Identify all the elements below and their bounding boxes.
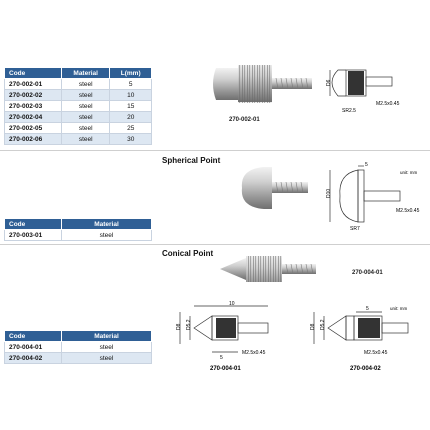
header-material: Material <box>61 218 152 230</box>
header-code: Code <box>4 330 62 342</box>
material-cell: steel <box>61 352 152 364</box>
dim-sphere-radius: SR2.5 <box>342 108 356 114</box>
section-title-spherical: Spherical Point <box>162 156 221 165</box>
product-caption: 270-002-01 <box>229 117 260 123</box>
dim-5: 5 <box>220 355 223 361</box>
header-code: Code <box>4 218 62 230</box>
cylindrical-point-drawing: D6 SR2.5 M2.5x0.45 <box>326 69 400 114</box>
code-cell: 270-002-04 <box>4 111 62 123</box>
divider <box>0 150 430 151</box>
material-cell: steel <box>60 122 111 134</box>
product-caption: 270-004-01 <box>352 270 383 276</box>
dim-body-diameter: D8 <box>176 323 182 330</box>
table-row: 270-002-05 steel 25 <box>4 122 152 134</box>
code-cell: 270-002-01 <box>4 78 62 90</box>
material-cell: steel <box>60 133 111 145</box>
length-cell: 20 <box>109 111 152 123</box>
code-cell: 270-002-03 <box>4 100 62 112</box>
dim-tip-diameter: D5.2 <box>320 319 326 330</box>
dim-thread: M2.5x0.45 <box>396 208 420 214</box>
unit-label: unit: mm <box>390 306 408 311</box>
material-cell: steel <box>61 229 152 241</box>
dim-diameter: D10 <box>326 189 332 198</box>
length-cell: 10 <box>109 89 152 101</box>
dim-length: 5 <box>365 162 368 168</box>
conical-point-drawing-2: unit: mm 5 D5.2 D8 M2.5x0.45 270-004-02 <box>310 306 409 372</box>
header-material: Material <box>60 67 111 79</box>
dim-length: 10 <box>229 301 235 307</box>
cylindrical-point-table: Code Material L(mm) 270-002-01 steel 5 2… <box>4 67 152 145</box>
drawing-caption: 270-004-01 <box>210 366 241 372</box>
table-row: 270-004-02 steel <box>4 352 152 364</box>
unit-label: unit: mm <box>400 170 418 175</box>
code-cell: 270-004-02 <box>4 352 62 364</box>
dim-thread: M2.5x0.45 <box>242 350 266 356</box>
conical-point-table: Code Material 270-004-01 steel 270-004-0… <box>4 330 152 364</box>
table-row: 270-002-03 steel 15 <box>4 100 152 112</box>
code-cell: 270-002-05 <box>4 122 62 134</box>
material-cell: steel <box>60 100 111 112</box>
section-title-conical: Conical Point <box>162 249 214 258</box>
header-material: Material <box>61 330 152 342</box>
dim-thread: M2.5x0.45 <box>376 101 400 107</box>
dim-thread: M2.5x0.45 <box>364 350 388 356</box>
code-cell: 270-002-06 <box>4 133 62 145</box>
table-row: 270-002-06 steel 30 <box>4 133 152 145</box>
table-row: 270-004-01 steel <box>4 341 152 353</box>
table-header-row: Code Material L(mm) <box>4 67 152 79</box>
conical-point-drawing-1: 10 D5.2 D8 5 M2.5x0.45 270-004-01 <box>176 301 269 372</box>
length-cell: 25 <box>109 122 152 134</box>
spherical-point-table: Code Material 270-003-01 steel <box>4 218 152 241</box>
material-cell: steel <box>61 341 152 353</box>
table-row: 270-002-02 steel 10 <box>4 89 152 101</box>
code-cell: 270-004-01 <box>4 341 62 353</box>
material-cell: steel <box>60 89 111 101</box>
table-header-row: Code Material <box>4 218 152 230</box>
spherical-point-drawing: unit: mm 5 D10 SR7 M2.5x0.45 <box>326 162 420 232</box>
dim-diameter: D6 <box>326 79 332 86</box>
header-length: L(mm) <box>109 67 152 79</box>
dim-sphere-radius: SR7 <box>350 226 360 232</box>
dim-length: 5 <box>366 306 369 312</box>
length-cell: 5 <box>109 78 152 90</box>
material-cell: steel <box>60 111 111 123</box>
code-cell: 270-002-02 <box>4 89 62 101</box>
table-row: 270-003-01 steel <box>4 229 152 241</box>
header-code: Code <box>4 67 62 79</box>
dim-tip-diameter: D5.2 <box>186 319 192 330</box>
dim-body-diameter: D8 <box>310 323 316 330</box>
spherical-point-photo <box>241 167 308 209</box>
material-cell: steel <box>60 78 111 90</box>
table-row: 270-002-04 steel 20 <box>4 111 152 123</box>
conical-point-photo <box>220 256 316 282</box>
length-cell: 15 <box>109 100 152 112</box>
table-row: 270-002-01 steel 5 <box>4 78 152 90</box>
divider <box>0 244 430 245</box>
cylindrical-point-photo <box>213 65 312 103</box>
code-cell: 270-003-01 <box>4 229 62 241</box>
drawing-caption: 270-004-02 <box>350 366 381 372</box>
length-cell: 30 <box>109 133 152 145</box>
table-header-row: Code Material <box>4 330 152 342</box>
